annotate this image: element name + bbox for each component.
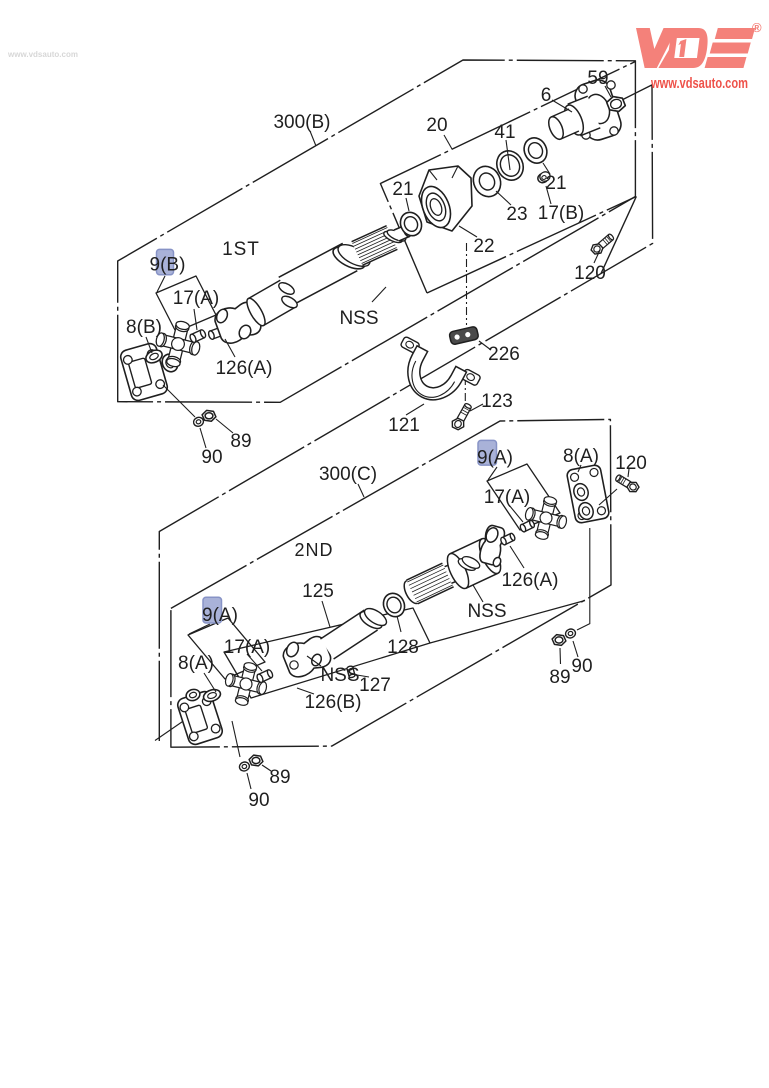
svg-text:90: 90 [201,447,222,468]
svg-text:9(A): 9(A) [202,605,238,626]
svg-text:®: ® [752,20,762,35]
svg-text:123: 123 [481,391,513,412]
svg-text:59: 59 [587,68,608,89]
svg-text:17(A): 17(A) [484,487,530,508]
svg-text:126(A): 126(A) [215,358,272,379]
svg-text:20: 20 [426,115,447,136]
svg-text:126(B): 126(B) [304,692,361,713]
svg-text:127: 127 [359,675,391,696]
svg-text:121: 121 [388,415,420,436]
svg-text:126(A): 126(A) [501,570,558,591]
svg-text:90: 90 [248,790,269,811]
svg-text:89: 89 [549,667,570,688]
svg-text:9(A): 9(A) [477,448,513,469]
svg-text:9(B): 9(B) [150,255,186,276]
svg-text:17(A): 17(A) [173,288,219,309]
svg-text:125: 125 [302,581,334,602]
svg-text:21: 21 [392,179,413,200]
svg-text:17(A): 17(A) [224,637,270,658]
svg-text:NSS: NSS [320,665,359,686]
svg-text:8(B): 8(B) [126,317,162,338]
svg-text:22: 22 [473,236,494,257]
svg-text:NSS: NSS [467,601,506,622]
svg-text:NSS: NSS [339,308,378,329]
svg-text:6: 6 [541,85,552,106]
svg-text:1ST: 1ST [222,239,260,260]
svg-text:89: 89 [269,767,290,788]
svg-text:120: 120 [574,263,606,284]
svg-text:www.vdsauto.com: www.vdsauto.com [650,76,748,92]
svg-text:300(B): 300(B) [273,112,330,133]
svg-text:128: 128 [387,637,419,658]
svg-text:89: 89 [230,431,251,452]
svg-text:21: 21 [545,173,566,194]
svg-text:www.vdsauto.com: www.vdsauto.com [7,50,78,59]
svg-text:8(A): 8(A) [178,653,214,674]
svg-text:2ND: 2ND [294,540,333,560]
svg-text:17(B): 17(B) [538,203,584,224]
svg-text:120: 120 [615,453,647,474]
svg-text:41: 41 [494,122,515,143]
svg-text:90: 90 [571,656,592,677]
svg-text:226: 226 [488,344,520,365]
svg-text:23: 23 [506,204,527,225]
svg-text:300(C): 300(C) [319,464,377,485]
svg-text:8(A): 8(A) [563,446,599,467]
